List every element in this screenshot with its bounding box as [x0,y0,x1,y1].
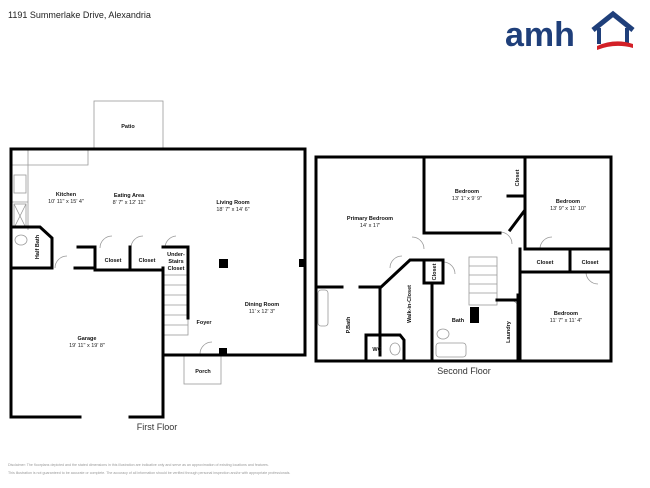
room-dims-bedroom: 13' 1" x 9' 9" [452,196,482,202]
room-dims-primary-bedroom: 14' x 17' [360,223,380,229]
room-dims-living-room: 18' 7" x 14' 6" [216,207,249,213]
room-label-bath: Bath [452,318,465,324]
room-label-patio: Patio [121,124,135,130]
room-label-foyer: Foyer [197,320,213,326]
room-label-closet: Closet [432,263,438,280]
floor-title-first: First Floor [137,422,178,432]
room-label-bedroom: Bedroom [455,189,479,195]
room-dims-bedroom: 13' 9" x 11' 10" [550,206,586,212]
room-label-closet: Closet [582,260,599,266]
property-address: 1191 Summerlake Drive, Alexandria [8,10,151,20]
room-dims-dining-room: 11' x 12' 3" [249,309,275,315]
room-dims-kitchen: 10' 11" x 15' 4" [48,199,84,205]
room-label-wc: WC [372,347,381,353]
room-label-bedroom: Bedroom [556,199,580,205]
room-label-primary-bedroom: Primary Bedroom [347,216,393,222]
room-label-closet: Closet [537,260,554,266]
room-label-garage: Garage [78,336,97,342]
room-label-bedroom: Bedroom [554,311,578,317]
room-label-half-bath: Half Bath [35,234,41,259]
room-label-under-stairs: Closet [168,266,185,272]
room-label-under-stairs: Under- [167,252,185,258]
room-label-living-room: Living Room [216,200,249,206]
room-dims-bedroom: 11' 7" x 11' 4" [550,318,582,324]
room-dims-garage: 19' 11" x 19' 8" [69,343,105,349]
room-label-under-stairs: Stairs [168,259,183,265]
room-label-kitchen: Kitchen [56,192,77,198]
room-dims-eating-area: 8' 7" x 12' 11" [113,200,146,206]
room-label-dining-room: Dining Room [245,302,279,308]
room-label-closet: Closet [105,258,122,264]
room-label-p-bath: P.Bath [346,316,352,333]
room-label-closet: Closet [515,169,521,186]
floor-title-second: Second Floor [437,366,491,376]
disclaimer-line: Disclaimer: The floorplans depicted and … [8,463,269,467]
room-label-porch: Porch [195,369,211,375]
room-label-eating-area: Eating Area [114,193,145,199]
room-label-walk-in-closet: Walk-in-Closet [407,285,413,323]
svg-text:amh: amh [505,16,575,53]
amh-logo: amh [505,10,635,53]
disclaimer-line: This illustration is not guaranteed to b… [8,471,291,475]
room-label-closet: Closet [139,258,156,264]
room-label-laundry: Laundry [506,320,512,343]
